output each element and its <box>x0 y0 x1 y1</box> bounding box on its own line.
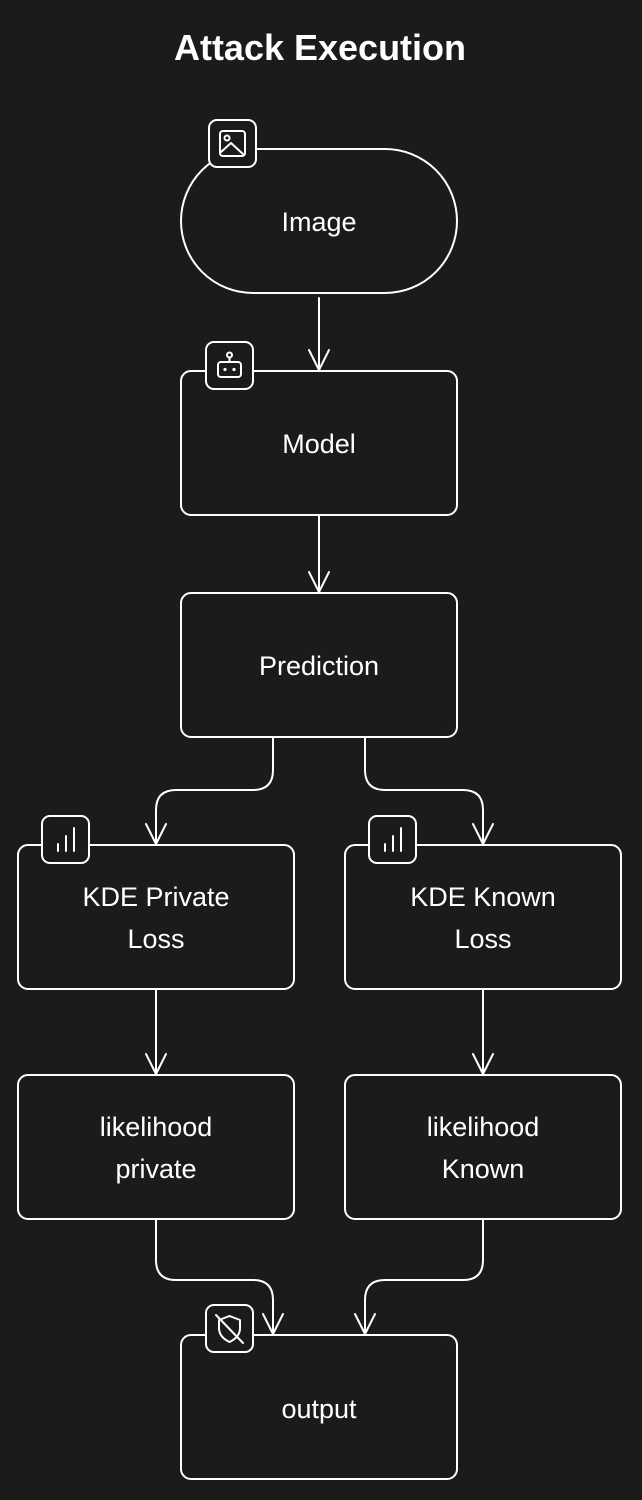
node-likelihood-known-label-line-1: likelihood <box>427 1112 540 1142</box>
node-kde-private-label-line-2: Loss <box>127 924 184 954</box>
node-likelihood-known[interactable]: likelihood Known <box>344 1074 622 1220</box>
edge-image-to-model <box>308 297 330 371</box>
edge-kde-private-to-likelihood-private <box>145 989 167 1075</box>
node-likelihood-known-label-line-2: Known <box>442 1154 525 1184</box>
diagram-title: Attack Execution <box>174 27 466 68</box>
node-model-label: Model <box>282 429 356 459</box>
node-kde-private-loss[interactable]: KDE Private Loss <box>17 815 295 990</box>
node-output-label: output <box>281 1394 357 1424</box>
edge-prediction-to-kde-private <box>145 737 274 845</box>
robot-icon <box>205 341 254 390</box>
shield-off-icon <box>205 1304 254 1353</box>
edge-likelihood-known-to-output <box>354 1219 484 1335</box>
node-kde-known-label-line-2: Loss <box>454 924 511 954</box>
node-kde-known-label-line-1: KDE Known <box>410 882 556 912</box>
node-image-label: Image <box>281 207 356 237</box>
node-model[interactable]: Model <box>180 341 458 516</box>
bar-chart-icon <box>41 815 90 864</box>
node-likelihood-private[interactable]: likelihood private <box>17 1074 295 1220</box>
node-likelihood-private-label-line-2: private <box>115 1154 196 1184</box>
bar-chart-icon <box>368 815 417 864</box>
node-prediction[interactable]: Prediction <box>180 592 458 738</box>
edge-model-to-prediction <box>308 515 330 593</box>
node-kde-known-loss[interactable]: KDE Known Loss <box>344 815 622 990</box>
edge-kde-known-to-likelihood-known <box>472 989 494 1075</box>
node-kde-private-label-line-1: KDE Private <box>82 882 229 912</box>
image-icon <box>208 119 257 168</box>
node-likelihood-private-label-line-1: likelihood <box>100 1112 213 1142</box>
node-output[interactable]: output <box>180 1304 458 1480</box>
node-prediction-label: Prediction <box>259 651 379 681</box>
node-image[interactable]: Image <box>180 119 458 294</box>
